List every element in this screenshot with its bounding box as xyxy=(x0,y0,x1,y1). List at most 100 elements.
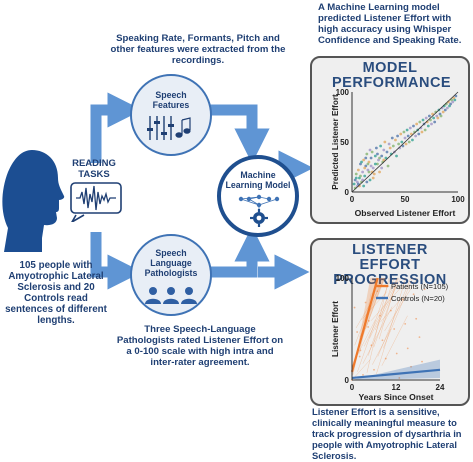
scatter-point xyxy=(415,122,419,126)
scatter-point xyxy=(418,120,422,124)
patient-trajectory xyxy=(361,291,388,320)
patient-point xyxy=(367,326,370,328)
patients-confidence-band xyxy=(352,278,385,378)
scatter-point xyxy=(394,138,397,142)
patient-trajectory xyxy=(372,328,391,365)
scatter-point xyxy=(411,138,414,142)
patient-point xyxy=(412,293,415,296)
patient-trajectory xyxy=(374,277,401,331)
patient-point xyxy=(404,323,407,325)
scatter-point xyxy=(429,118,432,122)
patient-point xyxy=(406,347,409,350)
scatter-point xyxy=(361,170,364,174)
patient-trajectory xyxy=(378,277,398,340)
y-tick-label: 100 xyxy=(336,88,350,97)
scatter-point xyxy=(407,140,411,144)
scatter-point xyxy=(361,178,364,182)
slp-label: Speech Language Pathologists xyxy=(144,248,198,278)
patient-point xyxy=(421,360,423,363)
scatter-point xyxy=(371,176,375,180)
scatter-point xyxy=(354,172,358,176)
scatter-point xyxy=(386,164,390,168)
scatter-point xyxy=(388,146,392,150)
patient-point xyxy=(353,306,356,309)
participants-text: 105 people with Amyotrophic Lateral Scle… xyxy=(5,260,107,326)
patient-point xyxy=(364,301,367,304)
people-icon xyxy=(145,287,197,304)
scatter-point xyxy=(387,142,391,146)
patient-point xyxy=(359,349,362,352)
scatter-point xyxy=(414,134,417,138)
patient-trajectory xyxy=(368,277,395,356)
scatter-point xyxy=(433,120,437,124)
scatter-point xyxy=(354,176,358,180)
scatter-point xyxy=(443,108,447,112)
patient-point xyxy=(410,365,412,368)
legend-label-patients: Patients (N=105) xyxy=(391,282,449,291)
patient-point xyxy=(384,357,387,360)
patient-trajectory xyxy=(381,315,408,366)
patient-point xyxy=(356,331,359,333)
scatter-point xyxy=(427,114,431,118)
patient-point xyxy=(395,352,398,355)
scatter-point xyxy=(412,124,415,128)
scatter-point xyxy=(408,126,412,130)
patient-point xyxy=(389,309,392,312)
patient-trajectory xyxy=(363,277,398,347)
scatter-point xyxy=(356,168,360,172)
scatter-point xyxy=(370,150,374,154)
patient-trajectory xyxy=(357,277,391,372)
listener-effort-progression-title: LISTENER EFFORT PROGRESSION xyxy=(333,242,447,288)
scatter-point xyxy=(373,154,377,158)
scatter-point xyxy=(380,166,384,170)
conclusion-text: Listener Effort is a sensitive, clinical… xyxy=(312,406,462,461)
scatter-point xyxy=(449,102,452,106)
arrow-up-to-features xyxy=(90,92,143,163)
scatter-point xyxy=(362,184,366,188)
scatter-point xyxy=(423,128,427,132)
scatter-point xyxy=(364,156,368,160)
patient-trajectory xyxy=(376,277,406,374)
scatter-point xyxy=(368,148,372,152)
scatter-point xyxy=(356,182,360,186)
scatter-point xyxy=(378,170,381,174)
patient-trajectory xyxy=(369,277,400,339)
scatter-point xyxy=(417,132,421,136)
patient-point xyxy=(370,344,373,347)
patient-trajectory xyxy=(366,277,390,373)
y-tick-label: 0 xyxy=(345,376,350,385)
x-tick-label: 50 xyxy=(401,195,410,204)
scatter-point xyxy=(382,158,386,162)
scatter-point xyxy=(436,116,440,120)
scatter-point xyxy=(432,116,436,120)
scatter-point xyxy=(396,134,399,138)
scatter-point xyxy=(390,136,394,140)
speech-features-node: Speech Features xyxy=(130,74,212,156)
scatter-point xyxy=(439,114,443,118)
scatter-point xyxy=(397,142,401,146)
scatter-point xyxy=(420,130,424,134)
x-tick-label: 0 xyxy=(350,383,355,392)
scatter-point xyxy=(366,162,370,166)
patient-trajectory xyxy=(380,297,403,323)
scatter-point xyxy=(360,160,363,164)
scatter-point xyxy=(451,100,455,104)
speech-features-label: Speech Features xyxy=(152,90,190,110)
rating-text: Three Speech-Language Pathologists rated… xyxy=(116,324,284,368)
arrow-features-to-model xyxy=(210,104,270,164)
x-axis-label: Years Since Onset xyxy=(359,392,434,402)
scatter-point xyxy=(424,116,428,120)
scatter-point xyxy=(379,144,383,148)
scatter-point xyxy=(399,132,403,136)
patient-trajectory xyxy=(384,277,418,332)
patient-trajectory xyxy=(362,306,393,364)
model-result-text: A Machine Learning model predicted Liste… xyxy=(318,2,462,46)
sound-wave-icon xyxy=(70,182,122,222)
feature-extraction-text: Speaking Rate, Formants, Pitch and other… xyxy=(110,33,286,66)
arrow-slp-to-model xyxy=(210,226,270,278)
scatter-point xyxy=(368,178,372,182)
scatter-point xyxy=(365,152,369,156)
